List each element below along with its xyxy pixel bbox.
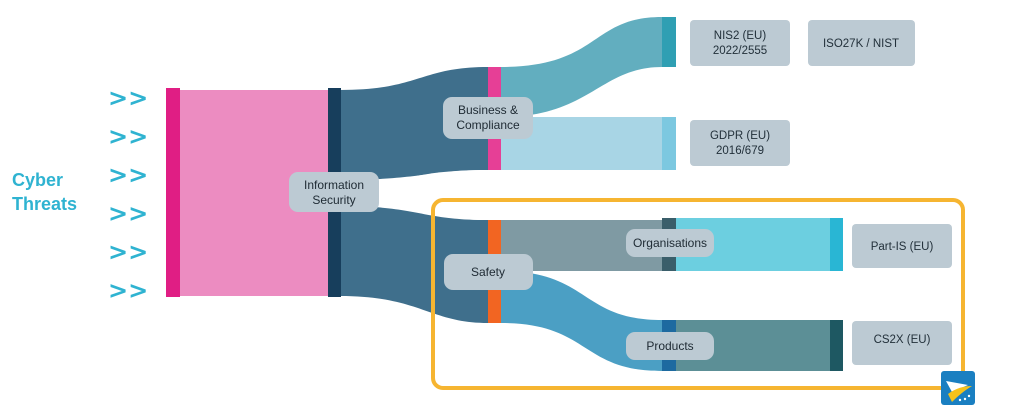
gdpr-label-line2: 2016/679 (716, 145, 764, 157)
regulation-cs2x[interactable]: CS2X (EU) (852, 321, 952, 365)
regulation-part-is[interactable]: Part-IS (EU) (852, 224, 952, 268)
products-label: Products (646, 339, 693, 353)
business-label-line2: Compliance (456, 118, 520, 132)
threats-source-bar (166, 88, 180, 297)
chevron-marker-icon: >> (108, 161, 148, 189)
flow-business-gdpr (501, 117, 662, 170)
regulation-gdpr[interactable]: GDPR (EU) 2016/679 (690, 120, 790, 166)
nis2-bar (662, 17, 676, 67)
safety-label: Safety (471, 265, 505, 279)
chevron-marker-icon: >> (108, 84, 148, 112)
chevron-marker-icon: >> (108, 277, 148, 305)
cyber-threats-title: Cyber Threats (12, 170, 77, 214)
cs2x-label: CS2X (EU) (874, 334, 931, 346)
chevron-marker-icon: >> (108, 200, 148, 228)
nis2-label-line1: NIS2 (EU) (714, 30, 767, 42)
gdpr-bar (662, 117, 676, 170)
cs2x-bar (830, 320, 843, 371)
partis-label: Part-IS (EU) (871, 241, 934, 253)
node-products[interactable]: Products (626, 332, 714, 360)
flow-infosec-business (340, 67, 488, 180)
iso-label: ISO27K / NIST (823, 38, 899, 50)
safety-highlight-box (431, 198, 965, 390)
infosec-label-line2: Security (312, 193, 355, 207)
node-business-compliance[interactable]: Business & Compliance (443, 97, 533, 139)
infosec-label-line1: Information (304, 178, 364, 192)
business-label-line1: Business & (458, 103, 518, 117)
flow-safety-products (501, 271, 662, 371)
flow-safety-organisations (501, 220, 662, 271)
chevron-marker-icon: >> (108, 123, 148, 151)
gdpr-label-line1: GDPR (EU) (710, 130, 770, 142)
regulation-nis2[interactable]: NIS2 (EU) 2022/2555 (690, 20, 790, 66)
partis-bar (830, 218, 843, 271)
flow-business-nis2 (501, 17, 662, 117)
flow-gap (375, 170, 488, 220)
node-organisations[interactable]: Organisations (626, 229, 714, 257)
regulation-iso27k-nist[interactable]: ISO27K / NIST (808, 20, 915, 66)
flow-infosec-safety (340, 206, 488, 323)
organisations-label: Organisations (633, 236, 707, 250)
title-line-2: Threats (12, 194, 77, 214)
chevron-marker-icon: >> (108, 238, 148, 266)
nis2-label-line2: 2022/2555 (713, 45, 767, 57)
node-information-security[interactable]: Information Security (289, 172, 379, 212)
title-line-1: Cyber (12, 170, 63, 190)
airplane-swoosh-logo-icon (941, 371, 975, 405)
threat-chevrons: >> >> >> >> >> >> (108, 84, 148, 305)
node-safety[interactable]: Safety (444, 254, 533, 290)
